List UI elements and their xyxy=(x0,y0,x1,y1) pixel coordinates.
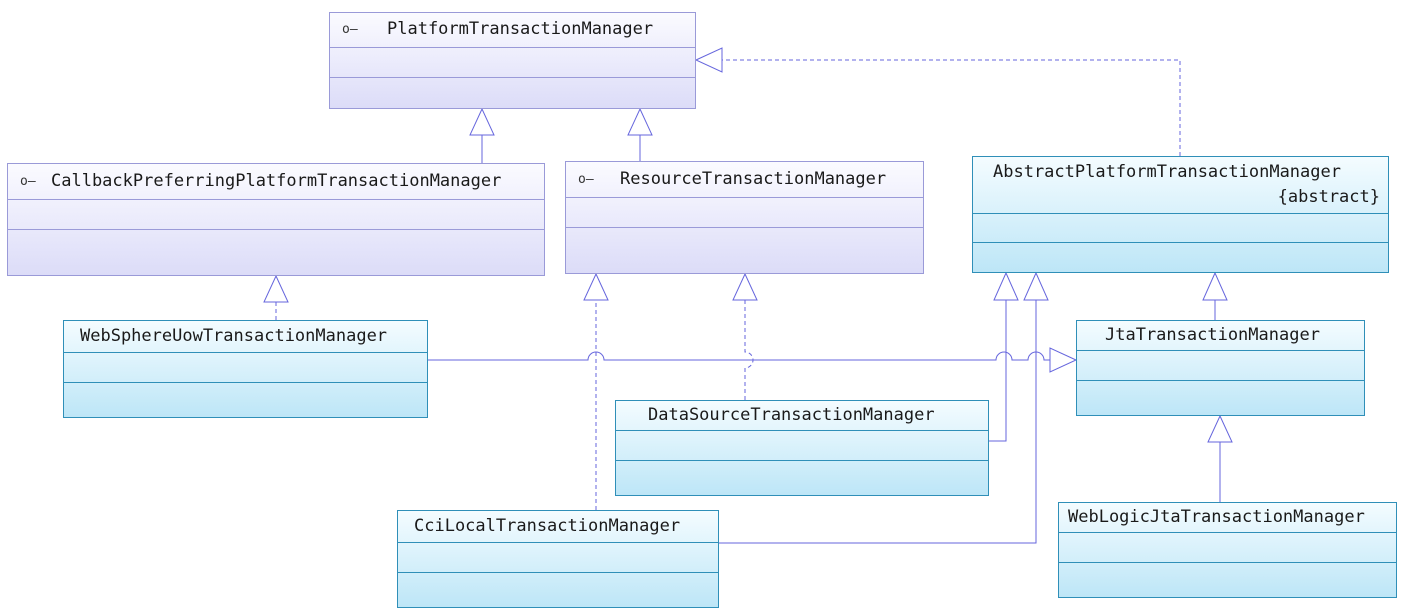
operations-section xyxy=(1059,563,1396,597)
arrowhead-callback-platform xyxy=(469,107,495,136)
operations-section xyxy=(973,243,1388,272)
class-name: ResourceTransactionManager xyxy=(620,169,887,189)
edge-cci-abstract xyxy=(719,300,1037,544)
attributes-section xyxy=(64,353,427,383)
attributes-section xyxy=(1077,351,1364,381)
class-header: CciLocalTransactionManager xyxy=(398,511,718,543)
arrowhead-cci-abstract xyxy=(1023,271,1049,301)
arrowhead-abstract-platform xyxy=(694,47,723,73)
class-header: AbstractPlatformTransactionManager {abst… xyxy=(973,157,1388,214)
operations-section xyxy=(8,230,544,275)
class-name: WebLogicJtaTransactionManager xyxy=(1068,507,1365,527)
operations-section xyxy=(398,573,718,607)
edge-datasource-abstract xyxy=(989,300,1007,442)
class-callback-preferring-platform-transaction-manager[interactable]: o– CallbackPreferringPlatformTransaction… xyxy=(7,163,545,276)
edge-abstract-platform xyxy=(722,59,1181,156)
arrowhead-datasource-resource xyxy=(732,272,758,301)
edge-websphere-jta xyxy=(428,351,1050,361)
class-header: o– ResourceTransactionManager xyxy=(566,162,923,198)
class-datasource-transaction-manager[interactable]: DataSourceTransactionManager xyxy=(615,400,989,496)
class-websphere-uow-transaction-manager[interactable]: WebSphereUowTransactionManager xyxy=(63,320,428,418)
arrowhead-resource-platform xyxy=(627,107,653,136)
arrowhead-weblogic-jta xyxy=(1207,414,1233,443)
attributes-section xyxy=(616,431,988,461)
operations-section xyxy=(330,78,695,108)
class-platform-transaction-manager[interactable]: o– PlatformTransactionManager xyxy=(329,12,696,109)
operations-section xyxy=(1077,381,1364,415)
operations-section xyxy=(64,383,427,417)
class-name: WebSphereUowTransactionManager xyxy=(80,326,388,346)
arrowhead-jta-abstract xyxy=(1202,271,1228,301)
operations-section xyxy=(616,461,988,495)
class-header: WebLogicJtaTransactionManager xyxy=(1059,503,1396,533)
operations-section xyxy=(566,228,923,273)
interface-icon: o– xyxy=(20,174,36,189)
class-header: WebSphereUowTransactionManager xyxy=(64,321,427,353)
class-header: o– CallbackPreferringPlatformTransaction… xyxy=(8,164,544,200)
attributes-section xyxy=(330,48,695,78)
attributes-section xyxy=(1059,533,1396,563)
interface-icon: o– xyxy=(578,172,594,187)
attributes-section xyxy=(973,214,1388,243)
class-name: PlatformTransactionManager xyxy=(387,19,654,39)
class-header: DataSourceTransactionManager xyxy=(616,401,988,431)
class-resource-transaction-manager[interactable]: o– ResourceTransactionManager xyxy=(565,161,924,274)
attributes-section xyxy=(398,543,718,573)
attributes-section xyxy=(566,198,923,228)
arrowhead-websphere-callback xyxy=(263,274,289,303)
class-cci-local-transaction-manager[interactable]: CciLocalTransactionManager xyxy=(397,510,719,608)
class-header: o– PlatformTransactionManager xyxy=(330,13,695,48)
class-name: CallbackPreferringPlatformTransactionMan… xyxy=(51,171,502,191)
edge-datasource-resource xyxy=(744,300,754,400)
class-name: AbstractPlatformTransactionManager xyxy=(993,162,1341,182)
abstract-stereotype: {abstract} xyxy=(1277,187,1380,207)
class-jta-transaction-manager[interactable]: JtaTransactionManager xyxy=(1076,320,1365,416)
class-name: CciLocalTransactionManager xyxy=(414,516,681,536)
class-name: JtaTransactionManager xyxy=(1105,325,1320,345)
class-header: JtaTransactionManager xyxy=(1077,321,1364,351)
class-name: DataSourceTransactionManager xyxy=(648,405,935,425)
class-abstract-platform-transaction-manager[interactable]: AbstractPlatformTransactionManager {abst… xyxy=(972,156,1389,273)
arrowhead-websphere-jta xyxy=(1049,347,1078,373)
arrowhead-datasource-abstract xyxy=(993,271,1019,301)
interface-icon: o– xyxy=(342,22,358,37)
arrowhead-cci-resource xyxy=(583,272,609,301)
attributes-section xyxy=(8,200,544,230)
class-weblogic-jta-transaction-manager[interactable]: WebLogicJtaTransactionManager xyxy=(1058,502,1397,598)
